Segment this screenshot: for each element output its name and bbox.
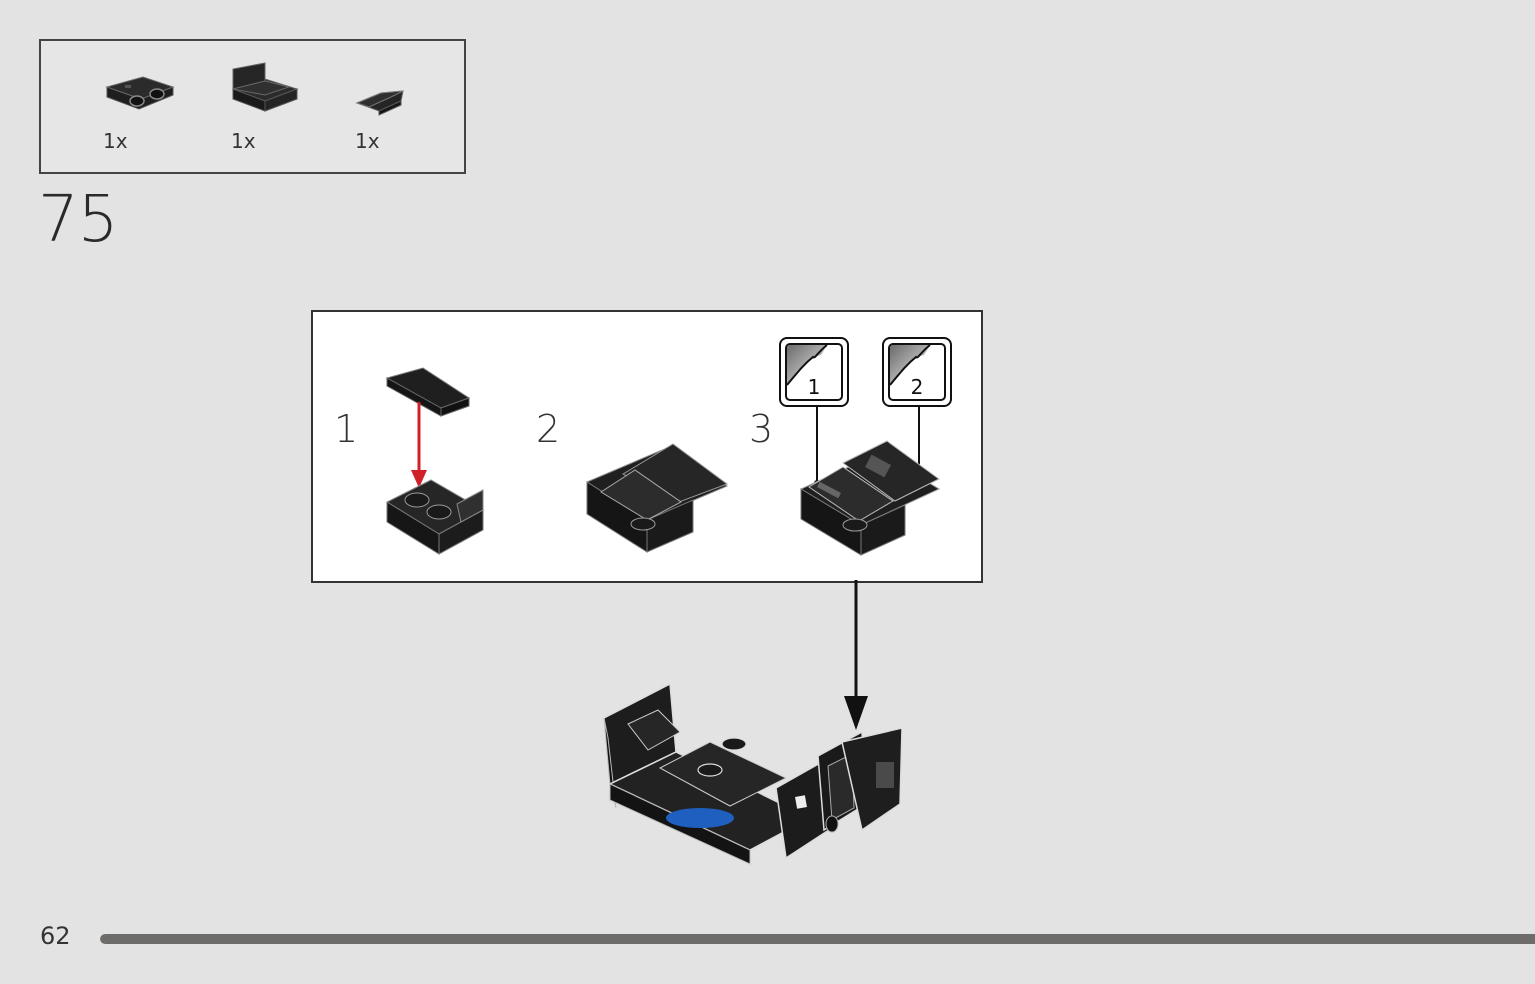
part-quantity: 1x xyxy=(103,129,128,153)
assembly-arrow xyxy=(844,580,868,730)
part-quantity: 1x xyxy=(231,129,256,153)
sub-assembly-box: 1 2 3 xyxy=(311,310,983,583)
sub-step-label: 1 xyxy=(334,407,359,451)
sticker-icon xyxy=(785,343,843,401)
sub-step-1-illustration xyxy=(385,367,485,555)
parts-list-box: 1x 1x 1x xyxy=(39,39,466,174)
wedge-tile-brick xyxy=(385,367,471,417)
wedge-tile-icon xyxy=(355,90,404,116)
sub-step-label: 3 xyxy=(749,407,774,451)
progress-bar xyxy=(100,934,1535,944)
sub-step-label: 2 xyxy=(536,407,561,451)
part-quantity: 1x xyxy=(355,129,380,153)
part-item: 1x xyxy=(99,61,189,156)
bracket-plate-brick xyxy=(385,479,485,555)
sub-step-3-illustration xyxy=(799,407,941,556)
progress-bar-fill xyxy=(100,934,1535,944)
main-assembly-illustration xyxy=(603,682,903,865)
bracket-plate-icon xyxy=(105,76,175,110)
sticker-number: 2 xyxy=(910,375,924,399)
part-item: 1x xyxy=(351,61,441,156)
red-arrow-head xyxy=(411,470,427,488)
sticker-callout: 1 xyxy=(779,337,849,407)
part-item: 1x xyxy=(227,61,317,156)
panel-corner-icon xyxy=(231,62,299,112)
sticker-number: 1 xyxy=(807,375,821,399)
sticker-icon xyxy=(888,343,946,401)
blue-tile xyxy=(666,808,734,828)
sticker-callout: 2 xyxy=(882,337,952,407)
page-number: 62 xyxy=(40,922,71,950)
sub-step-2-illustration xyxy=(585,443,729,553)
step-number: 75 xyxy=(38,183,118,257)
